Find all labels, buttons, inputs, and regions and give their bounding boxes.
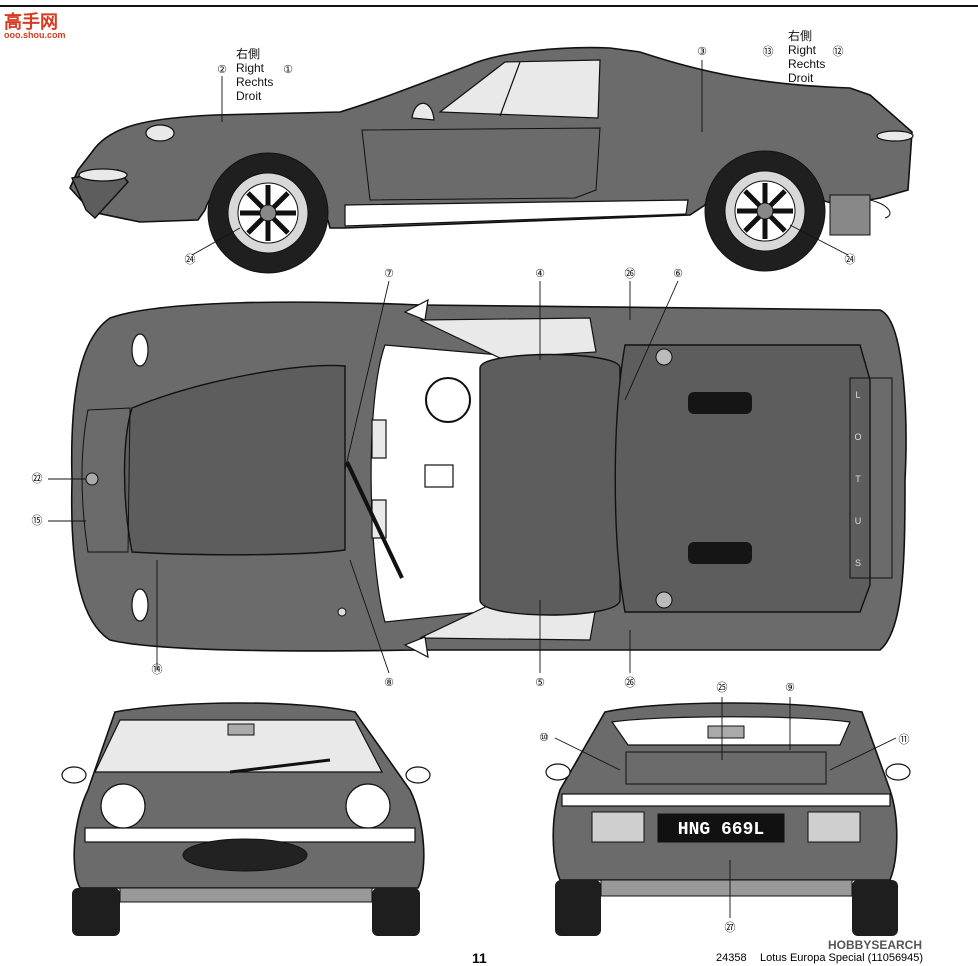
top-front-hood xyxy=(123,364,346,556)
seat-left xyxy=(371,419,387,459)
callout-24-rear: ㉔ xyxy=(845,253,856,266)
svg-text:Rechts: Rechts xyxy=(788,57,825,71)
top-headlamp-left xyxy=(131,333,149,367)
side-view xyxy=(69,46,914,274)
front-rear-view-mirror xyxy=(227,723,255,736)
front-windscreen xyxy=(94,719,383,773)
callout-25: ㉕ xyxy=(717,681,728,694)
front-bumper-lamp xyxy=(78,168,128,182)
callout-9: ⑨ xyxy=(785,682,795,694)
footer-title: Lotus Europa Special (11056945) xyxy=(760,952,924,964)
svg-text:Right: Right xyxy=(788,43,817,57)
page-number: 11 xyxy=(472,950,487,966)
rear-mirror-right xyxy=(885,763,911,781)
gear-console xyxy=(424,464,454,488)
license-plate-text: HNG 669L xyxy=(678,820,764,840)
top-headlamp-right xyxy=(131,588,149,622)
side-headlamp xyxy=(145,124,175,142)
rear-lamp-left xyxy=(591,811,645,843)
front-tire-left xyxy=(72,888,120,936)
top-nose xyxy=(81,407,131,553)
fuel-cap-lower xyxy=(655,591,673,609)
front-headlamp-left xyxy=(100,783,146,829)
top-rear-deck xyxy=(614,344,871,613)
callout-7: ⑦ xyxy=(384,268,394,280)
watermark-domain: ooo.shou.com xyxy=(4,30,66,40)
callout-24-front: ㉔ xyxy=(185,253,196,266)
rear-mirror-left xyxy=(545,763,571,781)
top-rear-panel xyxy=(849,377,893,579)
callout-4: ④ xyxy=(535,268,545,280)
rear-bumper-lamp xyxy=(876,130,914,142)
callout-26-top: ㉖ xyxy=(625,267,636,280)
callout-22: ㉒ xyxy=(32,472,43,485)
callout-27: ㉗ xyxy=(725,921,736,934)
steering-wheel xyxy=(425,377,471,423)
callout-8: ⑧ xyxy=(384,677,394,689)
front-mirror-left xyxy=(61,766,87,784)
engine-vent-upper xyxy=(688,392,752,414)
footer-code: 24358 xyxy=(716,952,747,964)
front-grille xyxy=(182,838,308,872)
svg-text:U: U xyxy=(855,516,862,526)
rear-deck-panel xyxy=(625,751,827,785)
callouts: ① ② ③ ④ ⑤ ⑥ ⑦ ⑧ ⑨ ⑩ ⑪ ⑫ ⑬ ⑭ ⑮ ㉒ ㉔ ㉔ ㉕ ㉖ … xyxy=(32,45,910,934)
top-glass-upper xyxy=(419,317,597,359)
front-headlamp-right xyxy=(345,783,391,829)
svg-text:Droit: Droit xyxy=(236,89,262,103)
callout-6: ⑥ xyxy=(673,268,683,280)
rear-view: HNG 669L xyxy=(545,702,911,936)
svg-text:T: T xyxy=(855,474,861,484)
svg-text:Droit: Droit xyxy=(788,71,814,85)
callout-2: ② xyxy=(217,64,227,76)
callout-12: ⑫ xyxy=(833,45,844,58)
side-sill xyxy=(344,199,689,227)
top-nose-badge xyxy=(85,472,99,486)
svg-text:O: O xyxy=(854,432,861,442)
front-wheel xyxy=(207,152,329,274)
callout-14: ⑭ xyxy=(152,663,163,676)
top-roof xyxy=(479,353,621,616)
svg-text:S: S xyxy=(855,558,861,568)
side-door xyxy=(361,127,601,201)
rear-bumper xyxy=(561,793,891,807)
fuel-cap-upper xyxy=(655,348,673,366)
front-mirror-right xyxy=(405,766,431,784)
rear-lamp-right xyxy=(807,811,861,843)
rear-wheel xyxy=(704,150,826,272)
side-label-front: 右側 Right Rechts Droit xyxy=(236,46,273,103)
side-label-rear: 右側 Right Rechts Droit xyxy=(788,28,825,85)
top-mirror-lower xyxy=(403,636,429,659)
callout-11: ⑪ xyxy=(899,733,910,746)
svg-text:右側: 右側 xyxy=(236,46,260,61)
engine-vent-lower xyxy=(688,542,752,564)
callout-3: ③ xyxy=(697,46,707,58)
callout-5: ⑤ xyxy=(535,677,545,689)
leader-lines xyxy=(48,60,897,918)
svg-text:Rechts: Rechts xyxy=(236,75,273,89)
callout-1: ① xyxy=(283,64,293,76)
callout-13: ⑬ xyxy=(763,45,774,58)
rear-tire-left xyxy=(555,880,601,936)
front-tire-right xyxy=(372,888,420,936)
license-plate xyxy=(657,813,785,843)
svg-text:右側: 右側 xyxy=(788,28,812,43)
deck-lettering: L O T U S xyxy=(854,390,861,568)
rear-tire-right xyxy=(852,880,898,936)
wiper-arm xyxy=(345,461,404,579)
hobbysearch-watermark: HOBBYSEARCH xyxy=(828,938,923,952)
callout-10: ⑩ xyxy=(539,732,549,744)
svg-text:Right: Right xyxy=(236,61,265,75)
callout-15: ⑮ xyxy=(32,514,43,527)
watermark-logo: 高手网 xyxy=(4,12,58,32)
svg-text:L: L xyxy=(855,390,860,400)
side-mirror xyxy=(411,102,435,121)
callout-26-bottom: ㉖ xyxy=(625,676,636,689)
rear-mechanics xyxy=(829,194,871,236)
top-mirror-upper xyxy=(403,298,429,321)
front-view xyxy=(61,702,431,936)
side-window xyxy=(438,59,601,119)
top-view xyxy=(70,298,907,659)
